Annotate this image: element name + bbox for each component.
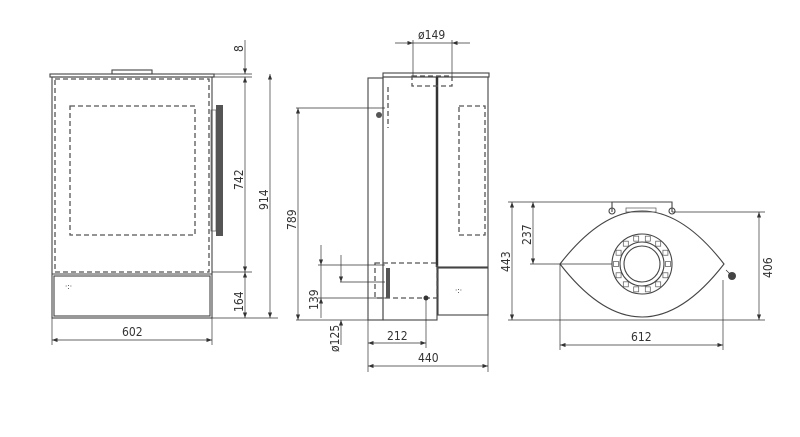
dim-rear-outlet-height: 789 bbox=[285, 209, 299, 230]
ring-slots bbox=[613, 235, 671, 293]
dim-body-depth: 406 bbox=[761, 257, 775, 278]
ring-slot bbox=[615, 272, 622, 279]
handle-mount bbox=[210, 109, 217, 232]
ring-slot bbox=[622, 240, 629, 247]
svg-text:·:·: ·:· bbox=[455, 286, 462, 295]
ring-slot bbox=[633, 235, 640, 242]
side-glass-outline bbox=[458, 105, 486, 236]
dim-height: 914 bbox=[257, 189, 271, 210]
dim-air-diameter: ø125 bbox=[328, 325, 342, 352]
lens-body bbox=[559, 210, 725, 318]
dim-width: 602 bbox=[122, 325, 143, 339]
rear-outlet bbox=[376, 112, 382, 118]
front-view: ·:· 8 742 914 164 602 bbox=[49, 40, 278, 345]
air-inlet-outline bbox=[374, 262, 438, 299]
top-view: 443 237 406 612 bbox=[499, 201, 775, 350]
ring-slot bbox=[655, 240, 662, 247]
glass-outline bbox=[69, 105, 196, 236]
control-symbol: ·:· bbox=[65, 282, 72, 291]
front-body bbox=[51, 76, 213, 319]
dim-top-width: 612 bbox=[631, 330, 652, 344]
dim-flue-diameter: ø149 bbox=[418, 28, 445, 42]
base-panel bbox=[53, 275, 211, 317]
dim-top: 8 bbox=[232, 45, 246, 52]
ring-slot bbox=[662, 249, 669, 256]
dim-top-depth: 443 bbox=[499, 251, 513, 272]
ring-slot bbox=[633, 286, 640, 293]
dim-depth: 440 bbox=[418, 351, 439, 365]
dim-door: 742 bbox=[232, 169, 246, 190]
ring-slot bbox=[655, 281, 662, 288]
flue-ring-outer bbox=[611, 233, 673, 295]
top-knob bbox=[111, 69, 153, 75]
ring-slot bbox=[613, 261, 619, 267]
door-handle bbox=[216, 105, 223, 236]
door-outline bbox=[54, 78, 210, 273]
ring-slot bbox=[644, 235, 651, 242]
ring-slot bbox=[665, 261, 671, 267]
flue-outline bbox=[411, 75, 453, 87]
dim-air-offset: 212 bbox=[387, 329, 408, 343]
flue-bracket bbox=[611, 201, 673, 212]
side-body bbox=[382, 76, 438, 321]
ring-slot bbox=[615, 249, 622, 256]
dim-flue-offset: 237 bbox=[520, 224, 534, 245]
side-base-box bbox=[437, 267, 489, 316]
ring-slot bbox=[644, 286, 651, 293]
ring-slot bbox=[622, 281, 629, 288]
side-view: ·:· ø149 789 139 ø125 212 440 bbox=[285, 28, 490, 372]
flue-ring-inner bbox=[619, 241, 665, 287]
ring-slot bbox=[662, 272, 669, 279]
dim-base: 164 bbox=[232, 291, 246, 312]
dim-air-height: 139 bbox=[307, 289, 321, 310]
